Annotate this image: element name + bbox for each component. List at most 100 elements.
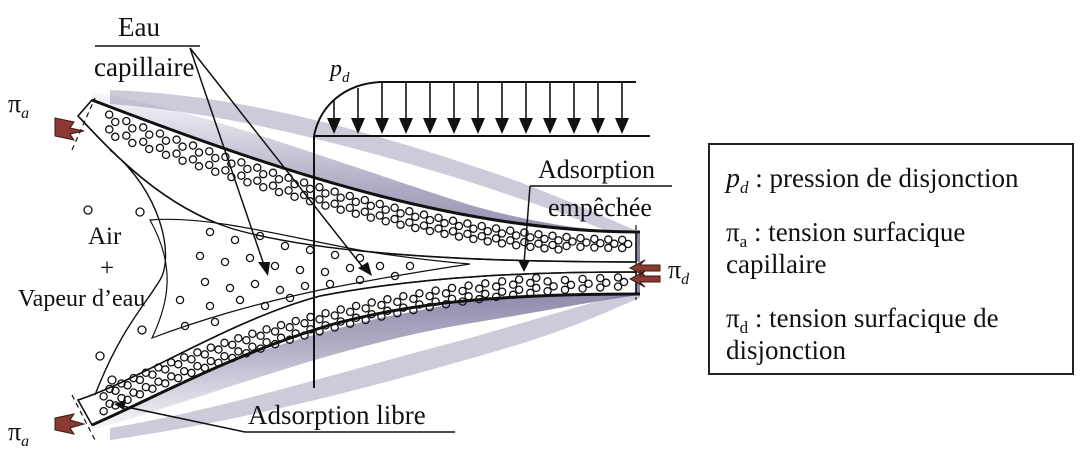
water-molecule [419,221,429,230]
water-molecule [206,356,216,366]
vapour-molecule [135,207,145,217]
water-molecule [122,116,131,126]
water-molecule [505,226,515,235]
water-molecule [526,278,535,288]
adsorption-libre-leader [121,405,246,433]
water-molecule [105,384,114,394]
water-molecule [390,214,399,224]
water-molecule [491,292,501,302]
water-molecule [505,236,515,245]
water-molecule [110,117,120,127]
water-molecule [477,221,486,231]
water-molecule [291,329,300,338]
legend-pd-subscript: d [740,177,749,197]
water-molecule [123,381,132,390]
water-molecule [481,279,490,288]
water-molecule [366,213,376,222]
water-molecule [330,187,339,196]
water-molecule [441,289,451,298]
water-molecule [532,273,541,283]
adsorption-libre-label: Adsorption libre [248,400,426,430]
water-molecule [399,303,408,312]
air-label: Air [88,223,122,250]
water-molecule [560,285,570,295]
water-molecule [390,271,400,281]
water-molecule [178,142,187,151]
water-molecule [237,158,246,167]
eau-capillaire-arrowhead-1 [258,262,270,276]
water-molecule [440,229,449,239]
water-molecule [144,144,154,154]
water-molecule [447,294,457,304]
water-molecule [200,350,210,359]
water-molecule [220,351,229,361]
water-molecule [351,301,361,311]
legend-pid-entry: πd : tension surfacique de [726,303,999,343]
water-molecule [280,241,290,251]
pressure-arrow-head [519,118,533,134]
water-molecule [381,216,390,226]
water-molecule [179,353,189,362]
water-molecule [511,240,521,250]
eau-label: Eau [118,12,160,42]
water-molecule [514,285,524,294]
water-molecule [214,345,223,354]
water-molecule [253,163,262,172]
water-molecule [351,313,361,323]
water-molecule [210,317,220,327]
water-molecule [375,261,385,271]
water-molecule [330,199,339,209]
water-molecule [205,160,214,170]
adsorption-empechee-arrowhead [518,260,530,272]
water-molecule [543,286,552,296]
water-molecule [155,143,165,153]
water-molecule [454,232,464,241]
water-molecule [464,281,473,290]
water-molecule [617,235,627,245]
water-molecule [99,406,108,416]
water-molecule [161,150,171,160]
water-molecule [448,216,458,226]
water-molecule [543,277,552,286]
water-molecule [441,300,451,309]
water-molecule [138,137,148,147]
water-molecule [299,178,309,187]
water-molecules [83,110,633,416]
water-molecule [129,373,138,383]
water-molecule [491,282,501,291]
water-molecule [396,220,405,229]
water-molecule [375,211,384,220]
water-molecule [458,286,467,296]
water-molecule [262,337,271,347]
water-molecule [475,284,484,293]
water-molecule [595,273,605,283]
water-molecule [469,224,478,233]
water-molecule [454,221,464,231]
lower-grain-surface [91,292,641,427]
water-molecule [300,331,309,340]
water-molecule [448,227,458,236]
water-molecule [128,124,137,133]
water-molecule [475,294,484,304]
water-molecule [195,251,205,261]
legend-pd-text: : pression de disjonction [748,163,1019,193]
adsorption-empechee-leader [523,185,531,265]
pi-d-label: πd [668,255,690,288]
water-molecule [508,280,518,289]
water-molecule [110,132,120,142]
water-molecule [355,275,365,285]
water-molecule [237,171,246,180]
pressure-arrow-head [375,118,389,134]
water-molecule [497,287,507,296]
water-molecule [534,230,543,239]
legend-pia-text2: capillaire [726,249,827,279]
pd-label: pd [328,56,350,86]
water-molecule [259,183,268,192]
legend-pid-entry-line2: disjonction [726,335,846,366]
water-molecule [285,335,294,345]
water-molecule [393,308,402,318]
water-molecule [497,229,507,238]
water-molecule [225,283,235,293]
water-molecule [578,284,587,293]
water-molecule [285,323,294,332]
